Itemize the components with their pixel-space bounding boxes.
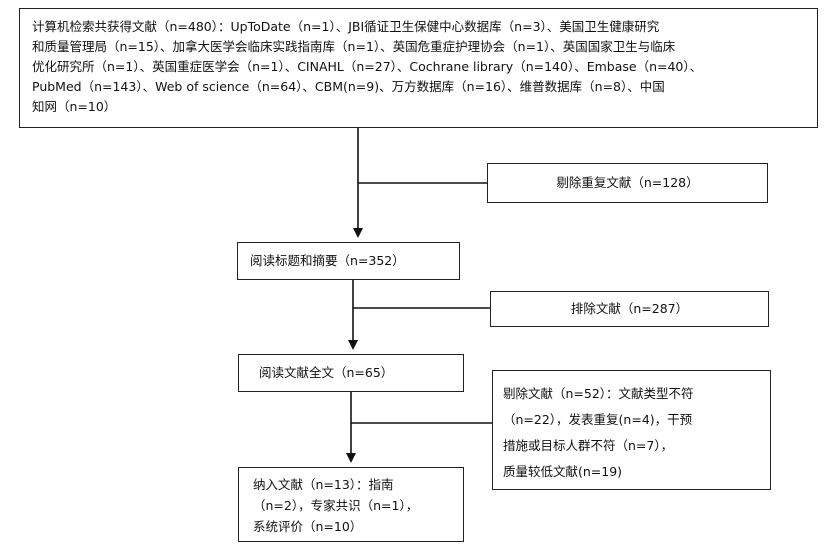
search-text-line-3: 优化研究所（n=1）、英国重症医学会（n=1）、CINAHL（n=27）、Coc… (32, 59, 703, 74)
exclude-fulltext-line-3: 措施或目标人群不符（n=7）， (503, 438, 674, 453)
title-abstract-text: 阅读标题和摘要（n=352） (250, 253, 405, 268)
search-text-line-1: 计算机检索共获得文献（n=480）：UpToDate（n=1）、JBI循证卫生保… (32, 19, 660, 34)
included-line-3: 系统评价（n=10） (253, 519, 363, 534)
search-text-line-5: 知网（n=10） (32, 99, 117, 114)
exclude-screen-text: 排除文献（n=287） (570, 301, 689, 316)
exclude-fulltext-box: 剔除文献（n=52）：文献类型不符 （n=22），发表重复(n=4)，干预 措施… (492, 370, 771, 490)
included-box: 纳入文献（n=13）：指南 （n=2），专家共识（n=1）， 系统评价（n=10… (238, 467, 464, 542)
exclude-fulltext-line-1: 剔除文献（n=52）：文献类型不符 (503, 386, 694, 401)
title-abstract-box: 阅读标题和摘要（n=352） (237, 242, 460, 280)
included-line-1: 纳入文献（n=13）：指南 (253, 477, 394, 492)
fulltext-box: 阅读文献全文（n=65） (238, 354, 464, 392)
search-text-line-4: PubMed（n=143）、Web of science（n=64）、CBM(n… (32, 79, 665, 94)
exclude-fulltext-line-4: 质量较低文献(n=19) (503, 464, 623, 479)
search-text-line-2: 和质量管理局（n=15）、加拿大医学会临床实践指南库（n=1）、英国危重症护理协… (32, 39, 676, 54)
included-line-2: （n=2），专家共识（n=1）， (253, 498, 419, 513)
exclude-duplicates-text: 剔除重复文献（n=128） (556, 175, 699, 190)
exclude-duplicates-box: 剔除重复文献（n=128） (487, 163, 768, 203)
exclude-screen-box: 排除文献（n=287） (490, 291, 769, 327)
fulltext-text: 阅读文献全文（n=65） (259, 365, 394, 380)
exclude-fulltext-line-2: （n=22），发表重复(n=4)，干预 (503, 412, 693, 427)
search-results-box: 计算机检索共获得文献（n=480）：UpToDate（n=1）、JBI循证卫生保… (19, 8, 818, 128)
